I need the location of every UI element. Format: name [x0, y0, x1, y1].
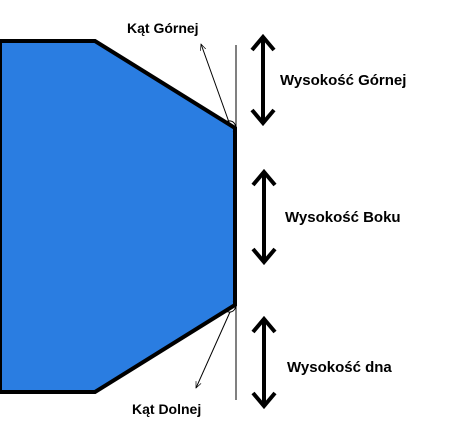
bottom-angle-arc-icon — [225, 300, 237, 313]
top-angle-label: Kąt Górnej — [127, 20, 199, 36]
bottom-angle-pointer-icon — [195, 311, 231, 388]
top-height-arrow-icon — [250, 33, 276, 127]
top-angle-arc-icon — [225, 120, 237, 133]
side-height-label: Wysokość Boku — [285, 209, 401, 226]
blue-profile-shape — [0, 39, 237, 394]
top-angle-pointer-icon — [201, 44, 231, 126]
bottom-height-arrow-icon — [251, 315, 277, 410]
bottom-height-label: Wysokość dna — [287, 359, 392, 376]
top-height-label: Wysokość Górnej — [280, 72, 406, 89]
side-height-arrow-icon — [251, 168, 277, 266]
bottom-angle-label: Kąt Dolnej — [132, 401, 201, 417]
